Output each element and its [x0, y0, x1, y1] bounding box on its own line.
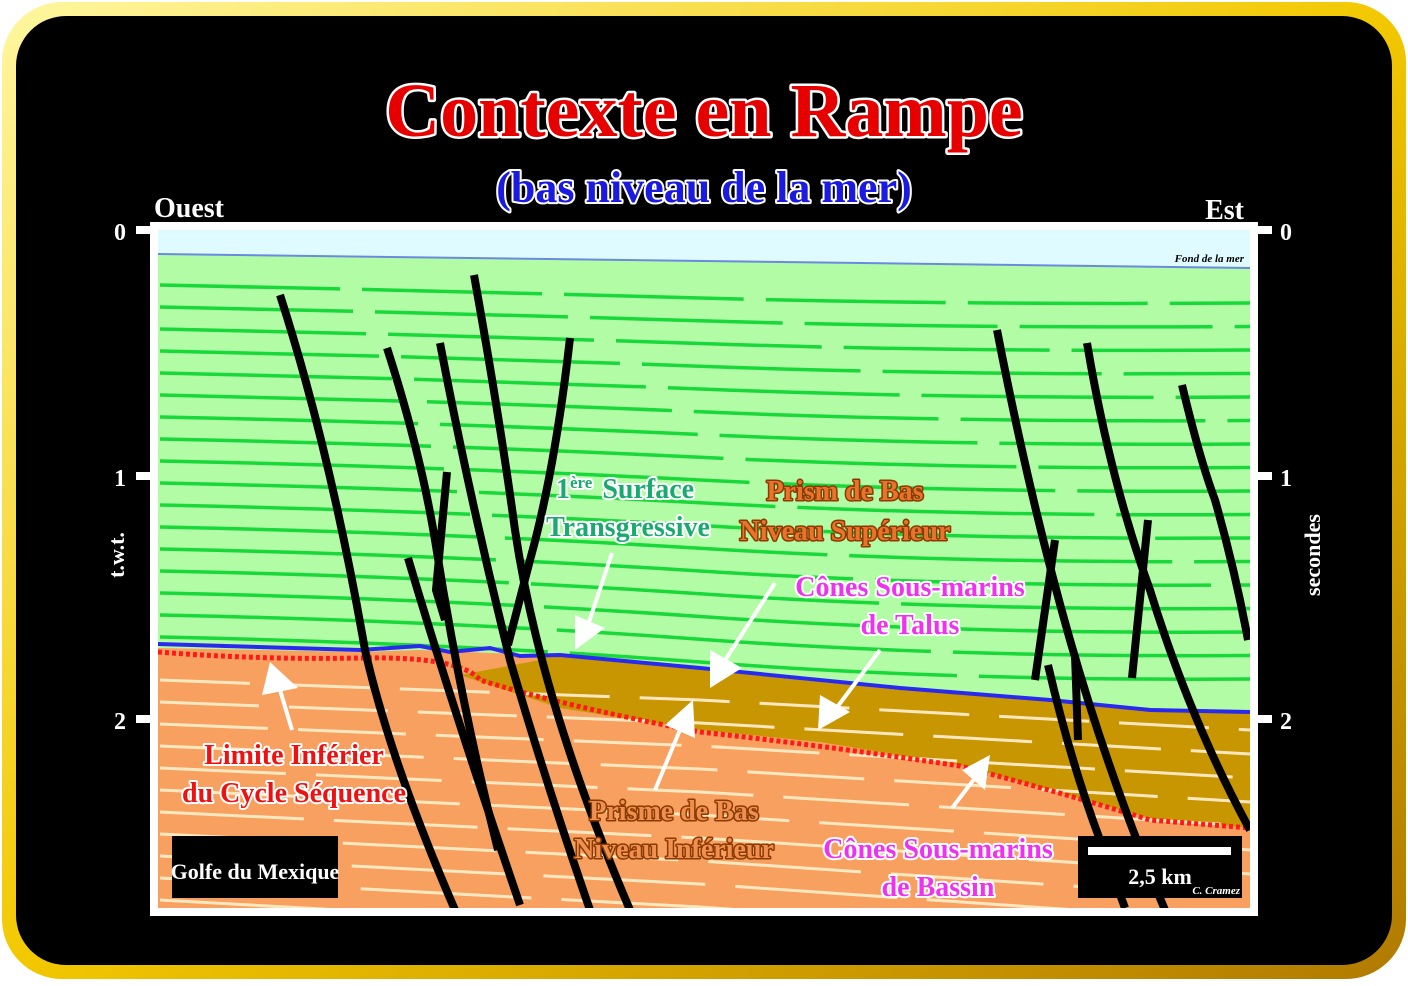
tick-mark — [136, 226, 150, 234]
tick-label-left-2: 2 — [114, 709, 126, 735]
fault-line — [470, 274, 634, 908]
seismic-section — [158, 230, 1250, 908]
tick-label-right-1: 1 — [1280, 466, 1292, 492]
upper-prism-label: Prism de Bas Niveau Supérieur — [738, 475, 952, 549]
tick-mark — [1258, 715, 1272, 723]
fault-line — [404, 556, 524, 907]
fault-line — [431, 471, 451, 622]
label-num: 1 — [556, 474, 570, 505]
label-line2: Niveau Supérieur — [740, 516, 951, 547]
reflector-line — [159, 547, 1250, 587]
label-line1: Surface — [602, 474, 694, 505]
reflector-line — [159, 744, 1250, 804]
reflector-line — [159, 635, 1250, 681]
fault-line — [1128, 519, 1152, 679]
reflector-line — [159, 788, 1250, 852]
label-line1: Cônes Sous-marins — [795, 572, 1025, 603]
label-line2: Niveau Inférieur — [574, 834, 774, 865]
reflector-line — [159, 678, 1250, 732]
west-label: Ouest — [154, 193, 225, 224]
fault-line — [504, 337, 574, 647]
scale-label: 2,5 km — [1128, 864, 1192, 889]
location-box — [172, 836, 338, 898]
label-line1: Cônes Sous-marins — [823, 834, 1053, 865]
annotation-arrows — [262, 552, 990, 810]
right-axis-label: secondes — [1300, 514, 1325, 596]
fault-line — [1083, 342, 1250, 832]
left-axis-label: t.w.t. — [104, 532, 129, 578]
label-line1: Prism de Bas — [766, 476, 923, 507]
faults — [276, 274, 1250, 908]
reflector-line — [159, 459, 1250, 494]
reflector-line — [159, 327, 1250, 353]
reflector-line — [159, 481, 1250, 517]
transgressive-surface-label: 1ère Surface Transgressive — [544, 471, 712, 545]
fault-line — [276, 293, 459, 908]
label-line1: Limite Inférier — [204, 740, 384, 771]
basin-fans-label: Cônes Sous-marins de Bassin — [821, 832, 1055, 905]
tick-mark — [136, 715, 150, 723]
reflector-line — [159, 876, 736, 908]
page-title: Contexte en Rampe — [385, 69, 1022, 153]
sequence-boundary-line — [158, 649, 1250, 831]
label-line2: de Talus — [861, 610, 960, 641]
reflector-line — [159, 415, 1250, 447]
location-label: Golfe du Mexique — [171, 859, 340, 884]
lower-limit-label: Limite Inférier du Cycle Séquence — [180, 738, 408, 811]
label-line2: du Cycle Séquence — [182, 778, 406, 809]
reflector-line — [159, 283, 1250, 306]
scale-bar — [1088, 847, 1231, 855]
fault-line — [436, 342, 594, 908]
tick-mark — [1258, 226, 1272, 234]
tick-label-right-0: 0 — [1280, 220, 1292, 246]
reflector-line — [159, 722, 1250, 780]
tick-mark — [136, 472, 150, 480]
time-axis — [136, 226, 1272, 723]
author-credit: C. Cramez — [1192, 885, 1240, 897]
tick-label-left-1: 1 — [114, 466, 126, 492]
sea-floor-line — [158, 253, 1250, 269]
page-subtitle: (bas niveau de la mer) — [496, 163, 912, 212]
east-label: Est — [1205, 195, 1245, 226]
label-line2: de Bassin — [882, 872, 995, 903]
sea-floor-label: Fond de la mer — [1174, 253, 1245, 265]
tick-mark — [1258, 472, 1272, 480]
reflector-line — [159, 393, 1250, 423]
reflector-line — [159, 371, 1250, 400]
tick-label-right-2: 2 — [1280, 709, 1292, 735]
scale-box — [1078, 836, 1242, 898]
fault-line — [1044, 664, 1129, 908]
slope-fans-label: Cônes Sous-marins de Talus — [793, 570, 1027, 643]
tick-label-left-0: 0 — [114, 220, 126, 246]
fault-line — [1178, 384, 1250, 641]
label-sup: ère — [570, 473, 593, 492]
reflector-line — [159, 305, 1250, 329]
fault-line — [993, 329, 1169, 908]
reflector-line — [159, 854, 1070, 908]
reflector-line — [159, 349, 1250, 376]
reflector-line — [159, 613, 1250, 658]
fault-line — [1031, 539, 1059, 681]
reflector-line — [159, 810, 1250, 876]
label-line2: Transgressive — [546, 512, 710, 543]
label-line1: Prisme de Bas — [589, 796, 759, 827]
lower-prism-label: Prisme de Bas Niveau Inférieur — [573, 795, 776, 867]
reflector-line — [159, 437, 1250, 470]
fault-line — [1071, 654, 1082, 741]
reflector-line — [159, 766, 1250, 828]
